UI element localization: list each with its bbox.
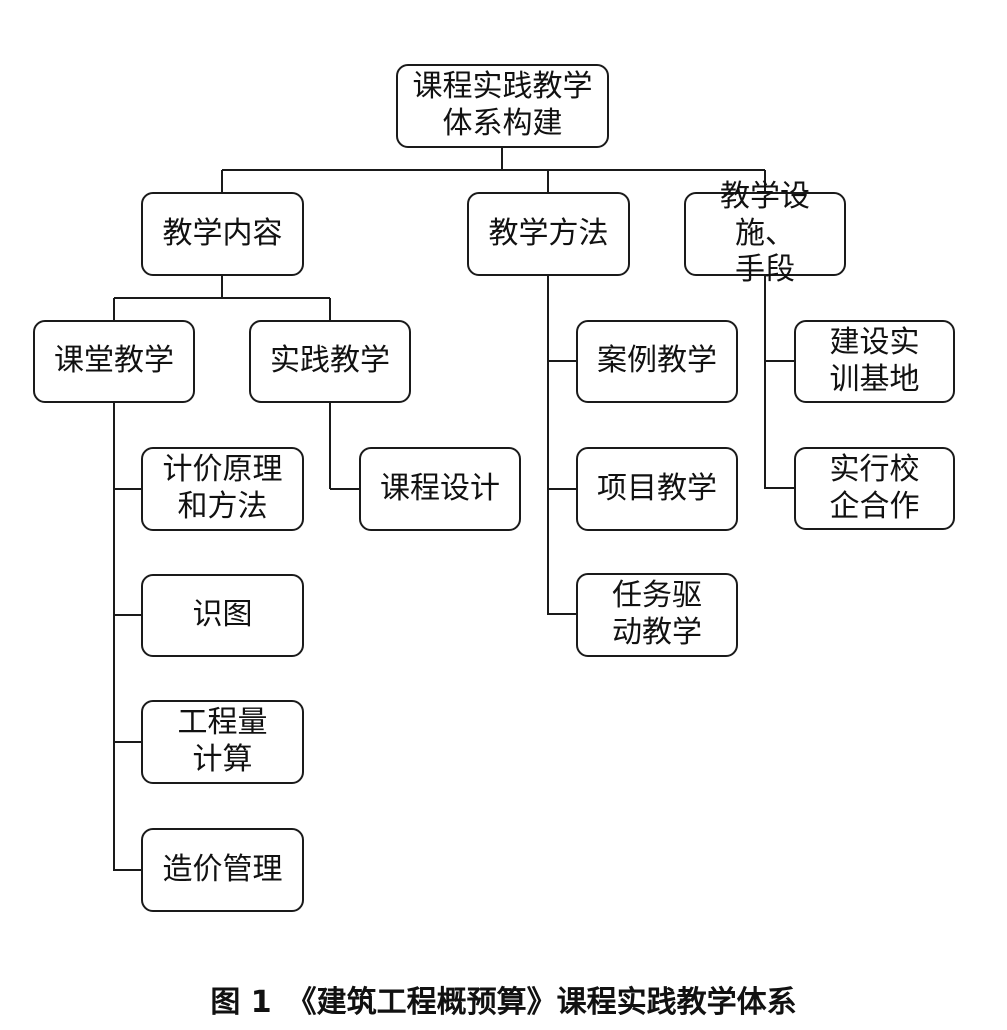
node-case-teaching-label: 案例教学 xyxy=(597,343,717,379)
figure-caption: 图 1 《建筑工程概预算》课程实践教学体系 xyxy=(210,985,797,1020)
node-course-design: 课程设计 xyxy=(359,447,521,531)
node-classroom-teaching-label: 课堂教学 xyxy=(54,343,174,379)
node-training-base: 建设实 训基地 xyxy=(794,320,955,403)
node-drawing-reading-label: 识图 xyxy=(192,597,253,633)
node-root: 课程实践教学 体系构建 xyxy=(396,64,609,148)
node-teaching-content-label: 教学内容 xyxy=(162,215,283,251)
node-task-driven-teaching-label: 任务驱 动教学 xyxy=(612,578,702,650)
node-teaching-method-label: 教学方法 xyxy=(488,215,609,251)
node-project-teaching: 项目教学 xyxy=(576,447,738,531)
node-task-driven-teaching: 任务驱 动教学 xyxy=(576,573,738,657)
node-pricing-principle: 计价原理 和方法 xyxy=(141,447,304,531)
node-quantity-calculation-label: 工程量 计算 xyxy=(177,705,268,777)
node-case-teaching: 案例教学 xyxy=(576,320,738,403)
node-practice-teaching: 实践教学 xyxy=(249,320,411,403)
node-school-enterprise-label: 实行校 企合作 xyxy=(829,451,920,524)
node-practice-teaching-label: 实践教学 xyxy=(270,343,390,379)
node-teaching-content: 教学内容 xyxy=(141,192,304,276)
node-training-base-label: 建设实 训基地 xyxy=(829,324,920,397)
node-cost-management: 造价管理 xyxy=(141,828,304,912)
node-drawing-reading: 识图 xyxy=(141,574,304,657)
node-quantity-calculation: 工程量 计算 xyxy=(141,700,304,784)
node-teaching-facility: 教学设施、 手段 xyxy=(684,179,846,287)
node-course-design-label: 课程设计 xyxy=(380,470,500,506)
node-pricing-principle-label: 计价原理 和方法 xyxy=(162,452,283,524)
node-cost-management-label: 造价管理 xyxy=(162,851,283,887)
node-teaching-method: 教学方法 xyxy=(467,192,630,276)
node-school-enterprise: 实行校 企合作 xyxy=(794,447,955,530)
node-project-teaching-label: 项目教学 xyxy=(597,470,717,506)
node-root-label: 课程实践教学 体系构建 xyxy=(412,69,593,141)
node-teaching-facility-label: 教学设施、 手段 xyxy=(720,179,810,288)
node-classroom-teaching: 课堂教学 xyxy=(33,320,195,403)
